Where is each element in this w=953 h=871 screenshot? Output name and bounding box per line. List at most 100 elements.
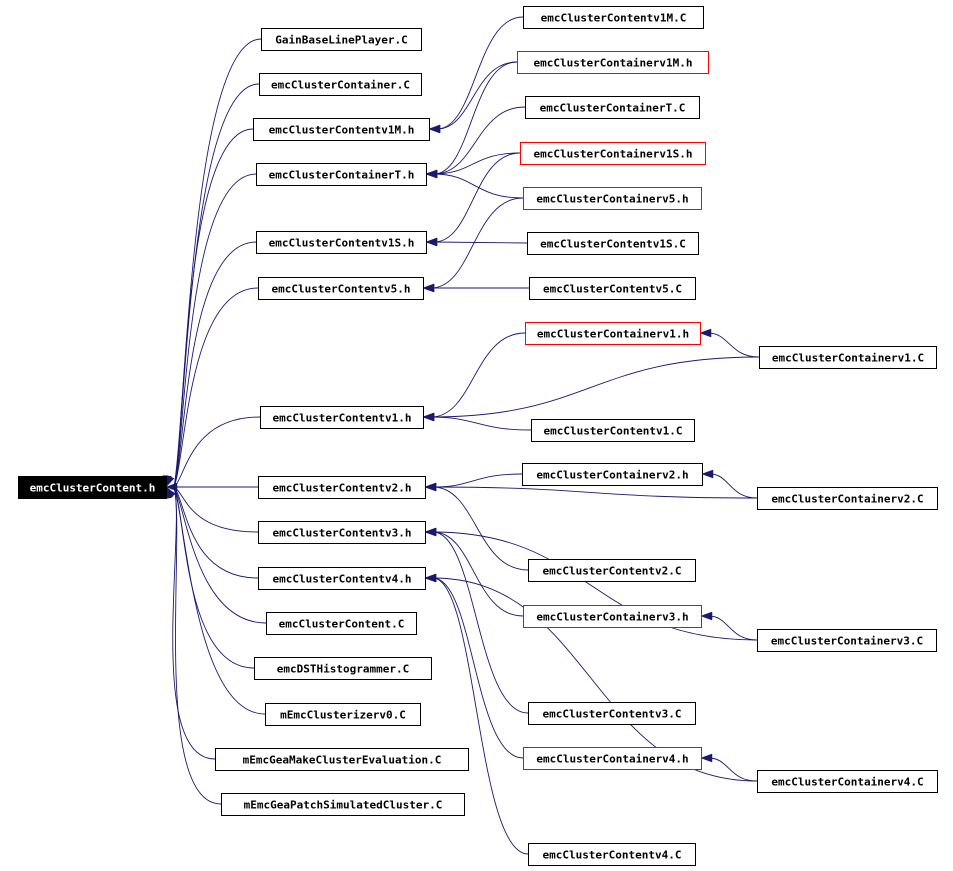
node-mclust[interactable]: mEmcClusterizerv0.C <box>265 703 421 726</box>
edge-ccv1m_c-to-ccv1m_h <box>436 16 524 130</box>
node-box <box>265 703 421 726</box>
node-label: emcClusterContainerv1S.h <box>534 148 693 161</box>
node-label: emcClusterContent.C <box>279 618 405 631</box>
node-ccT_h[interactable]: emcClusterContainerT.h <box>256 163 427 186</box>
arrowhead <box>428 124 441 134</box>
node-box <box>527 232 699 255</box>
node-ccv1s_c[interactable]: emcClusterContentv1S.C <box>527 232 699 255</box>
node-ccv2_c[interactable]: emcClusterContentv2.C <box>528 559 696 582</box>
node-mgea1[interactable]: mEmcGeaMakeClusterEvaluation.C <box>215 748 469 771</box>
arrowhead <box>424 482 437 492</box>
node-box <box>520 142 706 165</box>
node-dst[interactable]: emcDSTHistogrammer.C <box>254 657 432 680</box>
node-label: emcClusterContentv1.C <box>543 425 682 438</box>
node-ctv1_c[interactable]: emcClusterContainerv1.C <box>759 346 937 369</box>
node-cc_c[interactable]: emcClusterContent.C <box>266 612 417 635</box>
edge-ccv1m_h-to-root <box>173 128 254 488</box>
edge-ccv1s_h-to-root <box>173 241 257 488</box>
edge-ctv1_c-to-ccv1_h <box>430 356 760 418</box>
node-ccv5_h[interactable]: emcClusterContentv5.h <box>258 277 424 300</box>
node-ccv1_h[interactable]: emcClusterContentv1.h <box>260 406 424 429</box>
node-box <box>522 463 703 486</box>
node-label: emcClusterContainerT.C <box>540 102 686 115</box>
node-box <box>523 6 704 29</box>
node-label: mEmcClusterizerv0.C <box>280 709 406 722</box>
node-label: emcClusterContentv4.h <box>272 573 411 586</box>
node-label: emcClusterContainerT.h <box>269 169 415 182</box>
node-label: emcClusterContainerv1.C <box>772 352 924 365</box>
node-label: emcClusterContentv3.h <box>272 527 411 540</box>
node-label: emcClusterContainerv4.C <box>771 776 923 789</box>
node-box <box>528 702 696 725</box>
edge-ccv4_c-to-ccv4_h <box>432 577 529 855</box>
arrowhead <box>699 328 712 338</box>
node-ctv2_c[interactable]: emcClusterContainerv2.C <box>757 487 938 510</box>
node-box <box>259 73 422 96</box>
node-ctv5_h[interactable]: emcClusterContainerv5.h <box>523 187 702 210</box>
node-label: emcClusterContentv4.C <box>542 849 681 862</box>
node-label: emcClusterContainerv3.C <box>771 635 923 648</box>
node-ccv4_c[interactable]: emcClusterContentv4.C <box>528 843 696 866</box>
edge-ctv3_c-to-ctv3_h <box>708 615 758 641</box>
edge-ccv1_h-to-root <box>173 416 261 488</box>
node-ctv1_h[interactable]: emcClusterContainerv1.h <box>525 322 701 345</box>
node-ccv3_c[interactable]: emcClusterContentv3.C <box>528 702 696 725</box>
node-box <box>266 612 417 635</box>
edge-mgea2-to-root <box>173 486 222 805</box>
edge-ctv1_c-to-ctv1_h <box>707 332 760 358</box>
edge-ctv4_c-to-ctv4_h <box>708 757 758 782</box>
node-label: emcClusterContentv5.C <box>543 283 682 296</box>
edge-ctv3_h-to-ccv3_h <box>432 531 524 617</box>
node-gbl[interactable]: GainBaseLinePlayer.C <box>261 28 422 51</box>
node-box <box>258 476 426 499</box>
arrowhead <box>700 753 713 763</box>
node-box <box>517 51 709 74</box>
edge-ctv5_h-to-ccT_h <box>433 173 524 199</box>
node-label: emcDSTHistogrammer.C <box>277 663 409 676</box>
arrowhead <box>422 283 435 293</box>
node-box <box>528 843 696 866</box>
node-ctv3_c[interactable]: emcClusterContainerv3.C <box>757 629 937 652</box>
node-label: emcClusterContainerv3.h <box>536 611 688 624</box>
node-box <box>18 476 167 499</box>
arrowhead <box>700 611 713 621</box>
node-ccv1_c[interactable]: emcClusterContentv1.C <box>531 419 695 442</box>
edge-ccv4_h-to-root <box>173 486 259 579</box>
node-ctv1m_h[interactable]: emcClusterContainerv1M.h <box>517 51 709 74</box>
node-box <box>531 419 695 442</box>
node-ccv1s_h[interactable]: emcClusterContentv1S.h <box>256 231 427 254</box>
node-box <box>256 163 427 186</box>
node-ctv4_c[interactable]: emcClusterContainerv4.C <box>757 770 938 793</box>
node-ctv1s_h[interactable]: emcClusterContainerv1S.h <box>520 142 706 165</box>
node-ccv3_h[interactable]: emcClusterContentv3.h <box>258 521 426 544</box>
edge-mclust-to-root <box>173 486 266 715</box>
arrowhead <box>425 237 438 247</box>
node-ccv4_h[interactable]: emcClusterContentv4.h <box>258 567 426 590</box>
node-box <box>258 277 424 300</box>
node-label: emcClusterContent.h <box>30 482 156 495</box>
edge-ccv1_c-to-ccv1_h <box>430 416 532 431</box>
node-ctT_c[interactable]: emcClusterContainerT.C <box>525 96 700 119</box>
node-ctv2_h[interactable]: emcClusterContainerv2.h <box>522 463 703 486</box>
node-ccv1m_h[interactable]: emcClusterContentv1M.h <box>253 118 430 141</box>
edge-ccont_c-to-root <box>173 83 260 488</box>
node-box <box>221 793 465 816</box>
node-label: emcClusterContainerv2.C <box>771 493 923 506</box>
arrowhead <box>424 527 437 537</box>
node-ccv1m_c[interactable]: emcClusterContentv1M.C <box>523 6 704 29</box>
node-box <box>523 747 702 770</box>
node-box <box>525 96 700 119</box>
node-ccv2_h[interactable]: emcClusterContentv2.h <box>258 476 426 499</box>
edge-ccv1s_c-to-ccv1s_h <box>433 241 528 244</box>
node-ccont_c[interactable]: emcClusterContainer.C <box>259 73 422 96</box>
arrowhead <box>701 469 714 479</box>
edge-ccv2_c-to-ccv2_h <box>432 486 529 571</box>
edges-layer <box>162 16 760 855</box>
node-ccv5_c[interactable]: emcClusterContentv5.C <box>529 277 696 300</box>
node-label: emcClusterContentv5.h <box>271 283 410 296</box>
node-mgea2[interactable]: mEmcGeaPatchSimulatedCluster.C <box>221 793 465 816</box>
node-ctv4_h[interactable]: emcClusterContainerv4.h <box>523 747 702 770</box>
node-ctv3_h[interactable]: emcClusterContainerv3.h <box>523 605 702 628</box>
node-root[interactable]: emcClusterContent.h <box>18 476 167 499</box>
